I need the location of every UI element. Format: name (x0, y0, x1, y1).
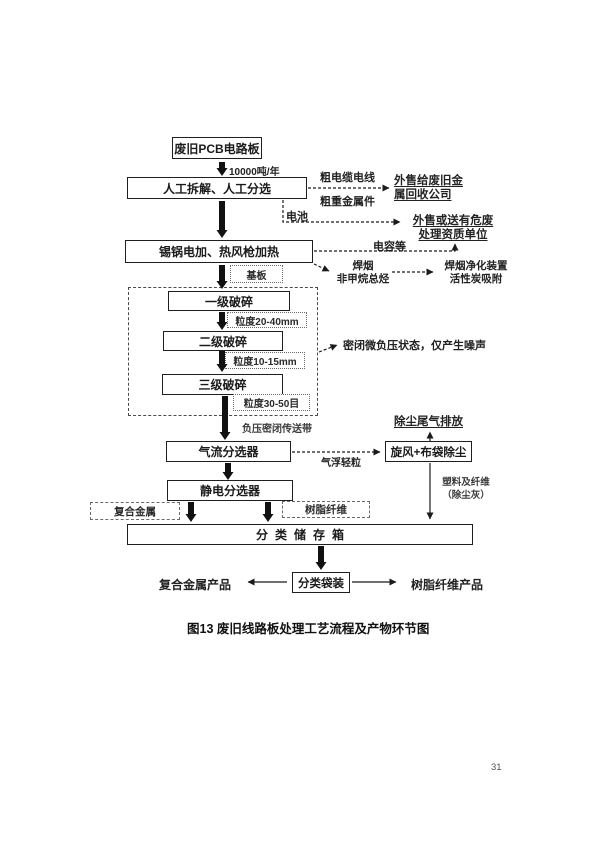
node-particle-size1: 粒度20-40mm (227, 312, 307, 328)
label-welding-fume: 焊烟 非甲烷总烃 (336, 260, 390, 285)
arrow-electrostatic-to-storage-right (262, 502, 274, 522)
node-manual-dismantle: 人工拆解、人工分选 (127, 177, 307, 199)
label-throughput: 10000吨/年 (229, 167, 280, 178)
arrow-airflow-to-electrostatic (222, 463, 234, 480)
label-resin-fiber-product: 树脂纤维产品 (411, 578, 484, 592)
arrow-electrostatic-to-storage-left (185, 502, 197, 522)
dashed-arrow-heating-to-fume (313, 263, 330, 272)
label-composite-metal-product: 复合金属产品 (159, 578, 232, 592)
label-sealed-conveyor: 负压密闭传送带 (242, 424, 312, 435)
figure-caption: 图13 废旧线路板处理工艺流程及产物环节图 (187, 622, 430, 636)
node-heating: 锡锅电加、热风枪加热 (125, 240, 313, 263)
label-sell-to-hazardous-waste-unit: 外售或送有危废 处理资质单位 (412, 215, 494, 241)
node-crusher-stage3: 三级破碎 (162, 374, 283, 395)
node-crusher-stage1: 一级破碎 (168, 291, 290, 311)
storage-bin-label: 分类储存箱 (255, 528, 351, 542)
node-cyclone-bag-dedust: 旋风+布袋除尘 (385, 441, 472, 462)
arrow-storage-to-bagging (315, 546, 327, 570)
label-fume-purifier: 焊烟净化装置 活性炭吸附 (444, 260, 508, 285)
node-sorted-storage-bin: 分类储存箱 (127, 524, 473, 545)
label-plastic-fiber-dust: 塑料及纤维 （除尘灰） (442, 477, 490, 501)
node-substrate: 基板 (230, 265, 283, 283)
dashed-arrow-enclosure-to-noise-note (318, 344, 338, 353)
node-composite-metal: 复合金属 (90, 502, 180, 520)
label-dedust-exhaust-discharge: 除尘尾气排放 (394, 416, 463, 428)
label-heavy-metal-parts: 粗重金属件 (320, 196, 375, 208)
page-number: 31 (491, 762, 502, 773)
label-battery: 电池 (286, 211, 308, 223)
node-crusher-stage2: 二级破碎 (163, 331, 283, 351)
label-negative-pressure-noise-note: 密闭微负压状态，仅产生噪声 (343, 340, 486, 352)
arrow-manual-to-heating (216, 201, 228, 238)
node-electrostatic-separator: 静电分选器 (167, 480, 293, 501)
node-particle-size3: 粒度30-50目 (233, 394, 310, 411)
label-capacitors: 电容等 (373, 241, 406, 253)
label-sell-to-metal-recycler: 外售给废旧金 属回收公司 (394, 175, 463, 201)
node-waste-pcb: 废旧PCB电路板 (172, 137, 262, 159)
node-sorted-bagging: 分类袋装 (292, 572, 350, 593)
label-air-float-light-particles: 气浮轻粒 (321, 458, 361, 469)
node-resin-fiber: 树脂纤维 (282, 501, 370, 518)
node-airflow-separator: 气流分选器 (166, 441, 291, 462)
label-coarse-cable: 粗电缆电线 (320, 172, 375, 184)
arrow-heating-to-crush1 (216, 265, 228, 289)
node-particle-size2: 粒度10-15mm (225, 352, 305, 369)
arrow-pcb-to-manual (216, 162, 228, 176)
